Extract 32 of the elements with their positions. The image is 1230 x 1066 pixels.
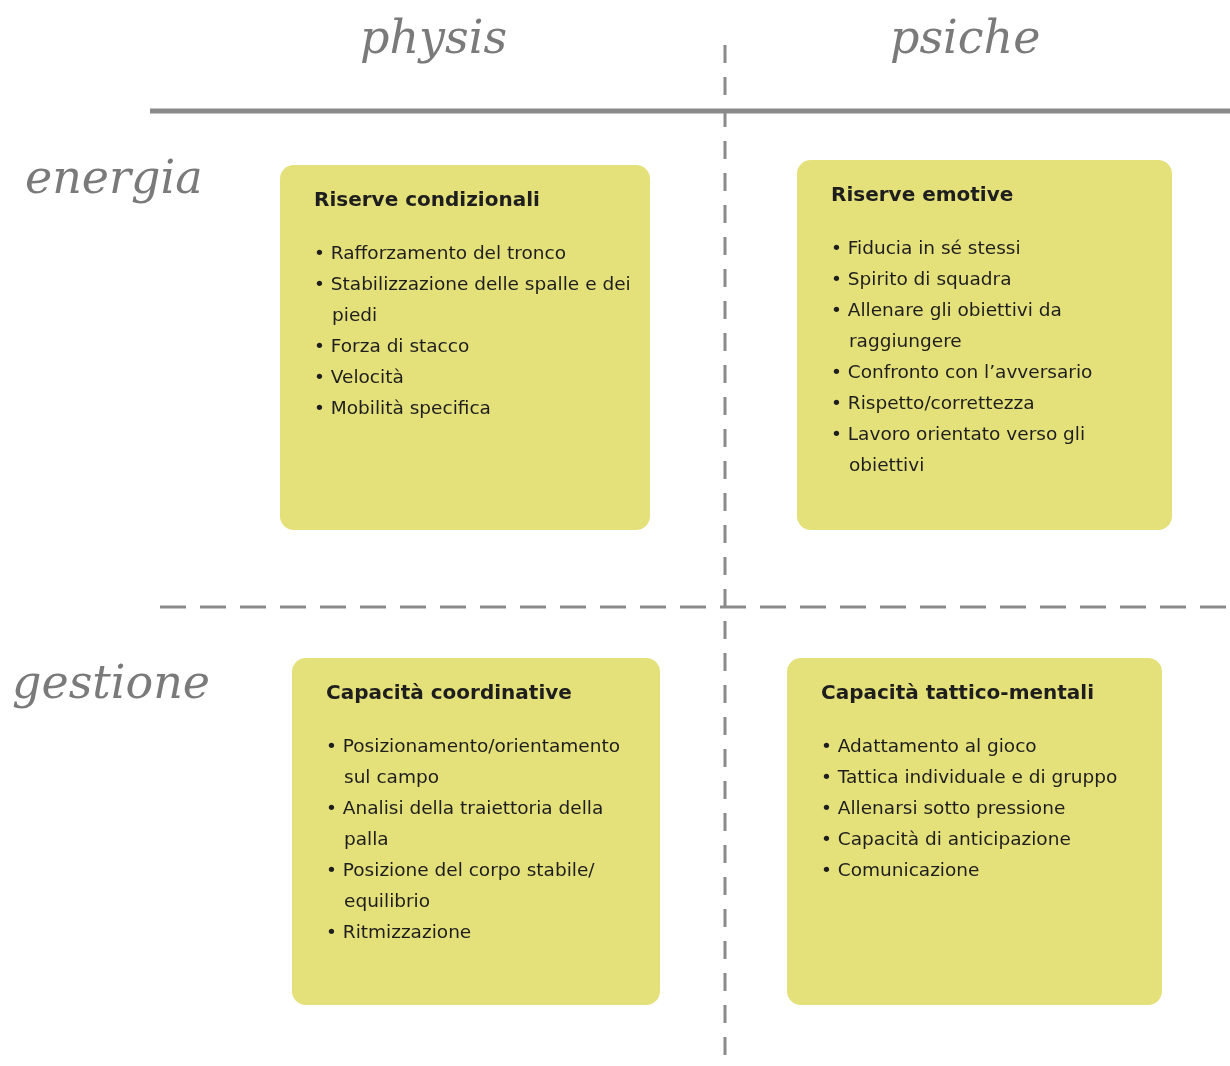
list-item: • Analisi della traiettoria della palla [326, 796, 605, 851]
card-heading: Riserve condizionali [314, 187, 541, 211]
list-item: • Allenare gli obiettivi da raggiungere [831, 298, 1063, 353]
axis-heading: physis [360, 10, 507, 64]
list-item: • Adattamento al gioco [821, 734, 1038, 758]
list-item: • Lavoro orientato verso gli obiettivi [831, 422, 1087, 477]
card-heading: Riserve emotive [831, 182, 1015, 206]
list-item: • Fiducia in sé stessi [831, 236, 1022, 260]
list-item: • Rispetto/correttezza [831, 391, 1036, 415]
list-item: • Confronto con l’avversario [831, 360, 1094, 384]
note-card [797, 160, 1172, 530]
list-item: • Tattica individuale e di gruppo [821, 765, 1119, 789]
list-item: • Rafforzamento del tronco [314, 241, 567, 265]
list-item: • Allenarsi sotto pressione [821, 796, 1067, 820]
list-item: • Capacità di anticipazione [821, 827, 1072, 851]
list-item: • Ritmizzazione [326, 920, 473, 944]
list-item: • Velocità [314, 365, 405, 389]
list-item: • Posizionamento/orientamento sul campo [326, 734, 621, 789]
note-card [292, 658, 660, 1005]
axis-heading: psiche [890, 10, 1041, 64]
list-item: • Mobilità specifica [314, 396, 492, 420]
list-item: • Spirito di squadra [831, 267, 1013, 291]
list-item: • Forza di stacco [314, 334, 471, 358]
axis-heading: energia [25, 150, 203, 204]
note-card [280, 165, 650, 530]
list-item: • Stabilizzazione delle spalle e dei piedi [314, 272, 632, 327]
note-card [787, 658, 1162, 1005]
list-item: • Posizione del corpo stabile/ equilibrio [326, 858, 596, 913]
card-heading: Capacità tattico-mentali [821, 680, 1096, 704]
axis-heading: gestione [12, 655, 210, 709]
list-item: • Comunicazione [821, 858, 981, 882]
card-heading: Capacità coordinative [326, 680, 573, 704]
